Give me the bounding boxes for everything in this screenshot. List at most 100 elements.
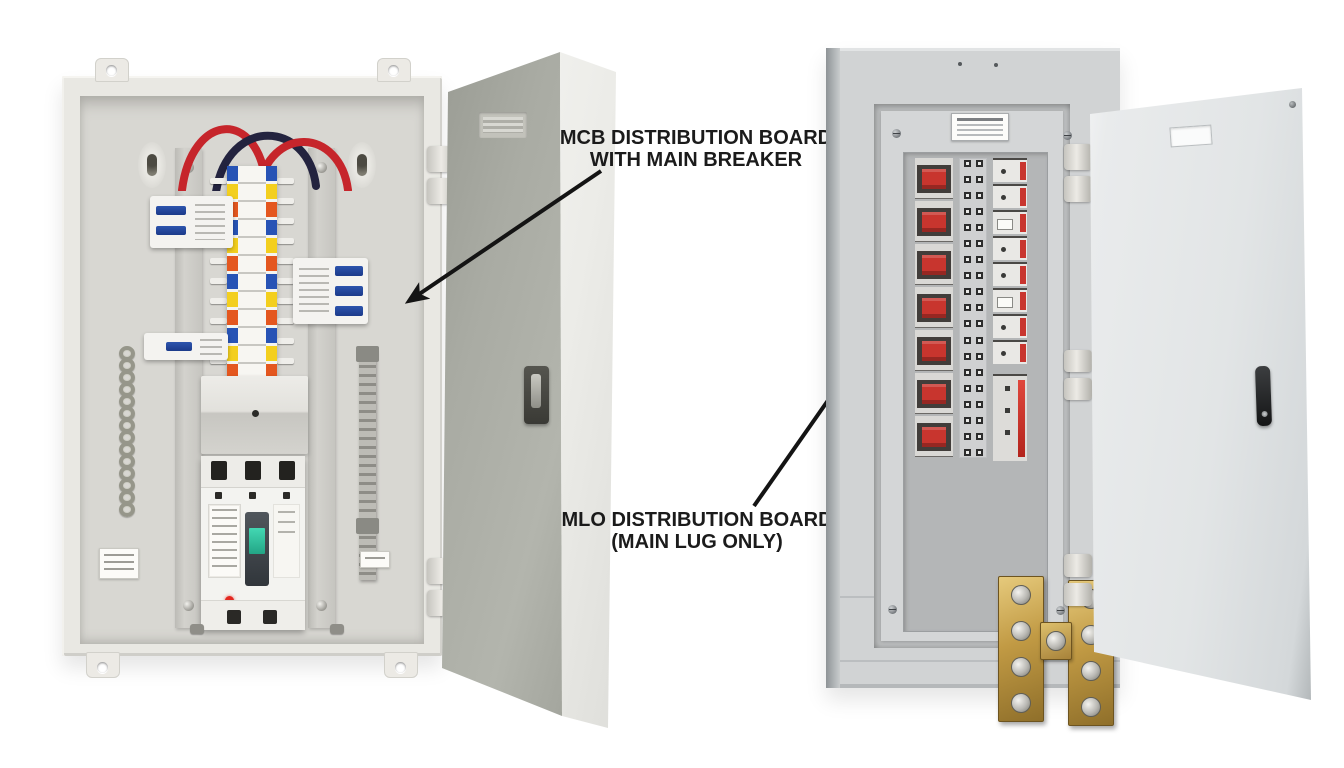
circuit-number-window — [975, 448, 983, 456]
circuit-number-pair — [959, 256, 987, 264]
circuit-number-pair — [959, 160, 987, 167]
right-breaker-column — [993, 158, 1027, 368]
door-front-face — [1090, 88, 1311, 700]
busbar-finger — [210, 298, 227, 304]
breaker-toggle — [156, 226, 186, 235]
mounting-ear — [377, 58, 411, 82]
keyhole-slot — [138, 142, 166, 188]
circuit-number-window — [963, 256, 971, 264]
circuit-number-strip — [959, 158, 987, 458]
branch-breaker — [993, 184, 1027, 208]
busbar-finger — [210, 318, 227, 324]
branch-breaker-red-handle — [915, 330, 953, 370]
busbar-finger — [277, 338, 294, 344]
circuit-number-pair — [959, 192, 987, 200]
mcb-breaker-2pole — [150, 196, 233, 248]
hinge-knuckle — [1064, 350, 1092, 372]
hinge-knuckle — [1064, 583, 1092, 606]
enclosure-side — [826, 48, 840, 688]
branch-breaker — [993, 288, 1027, 312]
mlo-annotation-line1: MLO DISTRIBUTION BOARD — [561, 509, 833, 531]
lug-bridge-connector — [1040, 622, 1072, 660]
breaker-opening — [903, 152, 1114, 726]
lug-screw — [1011, 621, 1031, 641]
circuit-number-window — [975, 416, 983, 424]
circuit-number-window — [975, 320, 983, 328]
terminal — [245, 461, 261, 480]
branch-breaker-red-handle — [915, 416, 953, 456]
circuit-number-window — [975, 288, 983, 296]
door-outer-edge — [560, 52, 616, 728]
breaker-markings — [299, 268, 329, 314]
mounting-hole — [395, 662, 406, 673]
circuit-number-window — [975, 208, 983, 216]
circuit-number-window — [975, 400, 983, 408]
breaker-toggle — [335, 266, 363, 276]
spec-sticker — [99, 548, 139, 579]
vent-hole — [994, 63, 998, 67]
branch-breaker — [993, 158, 1027, 182]
breaker-toggle — [335, 286, 363, 296]
mcb-breaker-1pole — [144, 333, 228, 360]
busbar-finger — [210, 358, 227, 364]
tall-breaker-unit — [993, 374, 1027, 461]
mccb-side-panel — [273, 504, 300, 578]
circuit-number-window — [963, 208, 971, 216]
door-label-holder — [1169, 124, 1213, 148]
door-hinge — [1064, 554, 1092, 608]
branch-breaker-red-handle — [915, 373, 953, 413]
lug-screw — [1011, 693, 1031, 713]
circuit-number-pair — [959, 432, 987, 440]
busbar-finger — [277, 238, 294, 244]
terminal — [211, 461, 227, 480]
circuit-number-window — [963, 176, 971, 184]
circuit-number-pair — [959, 352, 987, 360]
mounting-hole — [388, 65, 399, 76]
panel-groove — [840, 660, 1120, 662]
lug-screw — [1046, 631, 1066, 651]
hinge-knuckle — [1064, 554, 1092, 577]
circuit-number-pair — [959, 176, 987, 184]
mlo-annotation: MLO DISTRIBUTION BOARD (MAIN LUG ONLY) — [552, 509, 842, 553]
door-louver — [479, 112, 527, 138]
terminal-screw — [249, 492, 256, 499]
nameplate-label — [951, 113, 1009, 141]
keyhole-slot — [348, 142, 376, 188]
neutral-terminal-bar — [356, 346, 379, 580]
door-screw — [1289, 101, 1296, 108]
mcb-door-open — [438, 40, 620, 732]
circuit-number-window — [975, 368, 983, 376]
busbar-finger — [277, 298, 294, 304]
left-breaker-column — [915, 158, 953, 461]
circuit-number-window — [963, 432, 971, 440]
door-latch — [524, 366, 549, 424]
branch-breaker — [993, 236, 1027, 260]
lug-screw — [1011, 585, 1031, 605]
door-hinge — [1064, 144, 1092, 202]
mcb-annotation-line1: MCB DISTRIBUTION BOARD — [559, 127, 833, 149]
terminal-shroud — [201, 376, 308, 454]
mcb-enclosure — [62, 58, 442, 678]
busbar-finger — [210, 258, 227, 264]
main-lug-bar — [998, 576, 1044, 722]
circuit-number-window — [975, 272, 983, 280]
busbar-finger — [210, 278, 227, 284]
busbar-finger — [210, 178, 227, 184]
circuit-number-window — [963, 304, 971, 312]
earth-terminal-bar — [118, 346, 136, 548]
circuit-number-window — [975, 432, 983, 440]
breaker-markings — [200, 339, 222, 355]
circuit-number-window — [963, 320, 971, 328]
circuit-number-pair — [959, 240, 987, 248]
mccb-rating-label — [208, 504, 241, 578]
circuit-number-pair — [959, 368, 987, 376]
door-hinge — [1064, 350, 1092, 402]
mounting-hole — [106, 65, 117, 76]
panel-screw — [1056, 606, 1065, 615]
busbar-finger — [277, 178, 294, 184]
circuit-number-window — [975, 160, 983, 167]
busbar-finger — [277, 258, 294, 264]
circuit-number-pair — [959, 320, 987, 328]
terminal — [263, 610, 277, 624]
